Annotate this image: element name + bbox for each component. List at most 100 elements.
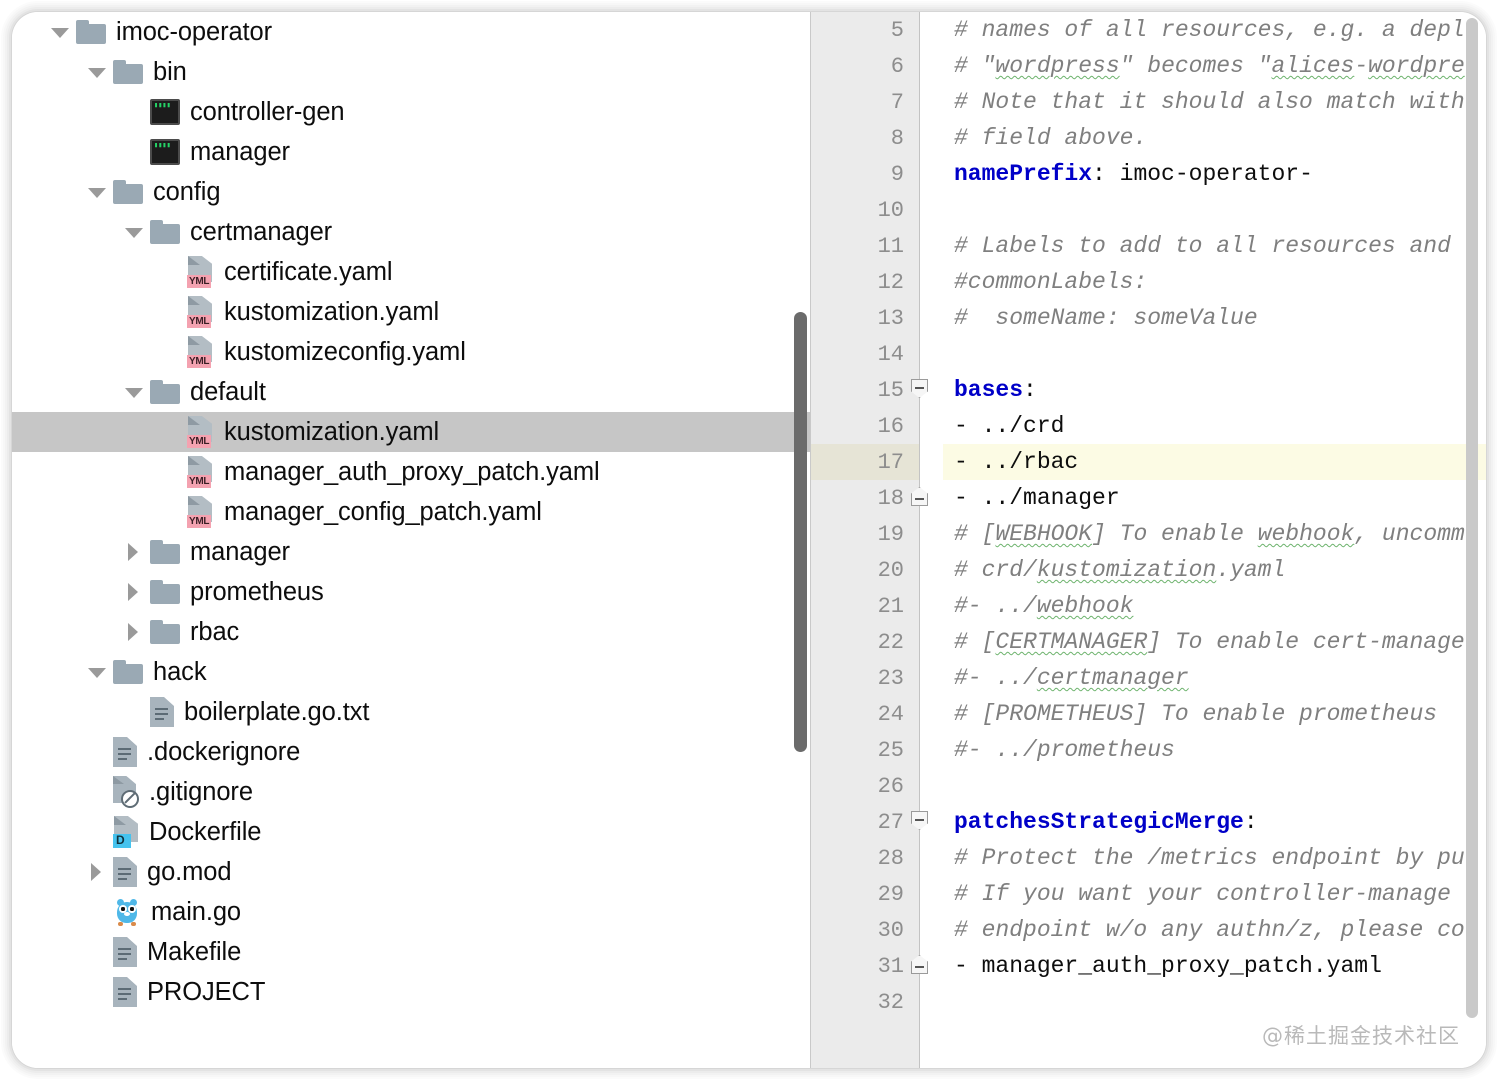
code-line[interactable]: 25#- ../prometheus xyxy=(811,732,1486,768)
fold-gutter-cell[interactable] xyxy=(911,804,943,840)
tree-vertical-scrollbar[interactable] xyxy=(792,12,810,1068)
code-text[interactable]: #- ../webhook xyxy=(943,588,1486,624)
code-text[interactable] xyxy=(943,768,1486,804)
chevron-down-icon[interactable] xyxy=(120,372,150,412)
code-line[interactable]: 19# [WEBHOOK] To enable webhook, uncomm xyxy=(811,516,1486,552)
chevron-right-icon[interactable] xyxy=(83,852,113,892)
chevron-down-icon[interactable] xyxy=(83,652,113,692)
tree-folder-item[interactable]: manager xyxy=(12,532,810,572)
code-line[interactable]: 10 xyxy=(811,192,1486,228)
code-line[interactable]: 12#commonLabels: xyxy=(811,264,1486,300)
code-line[interactable]: 5# names of all resources, e.g. a depl xyxy=(811,12,1486,48)
tree-folder-item[interactable]: config xyxy=(12,172,810,212)
tree-file-item[interactable]: boilerplate.go.txt xyxy=(12,692,810,732)
code-line[interactable]: 21#- ../webhook xyxy=(811,588,1486,624)
code-text[interactable]: patchesStrategicMerge: xyxy=(943,804,1486,840)
tree-file-item[interactable]: ▮▮▮▮controller-gen xyxy=(12,92,810,132)
code-text[interactable]: # someName: someValue xyxy=(943,300,1486,336)
code-line[interactable]: 7# Note that it should also match with xyxy=(811,84,1486,120)
tree-folder-item[interactable]: bin xyxy=(12,52,810,92)
code-line[interactable]: 24# [PROMETHEUS] To enable prometheus xyxy=(811,696,1486,732)
code-text[interactable]: #- ../prometheus xyxy=(943,732,1486,768)
code-line[interactable]: 13# someName: someValue xyxy=(811,300,1486,336)
fold-collapse-icon[interactable] xyxy=(911,811,928,830)
fold-collapse-icon[interactable] xyxy=(911,379,928,398)
editor-vertical-scrollbar[interactable] xyxy=(1464,12,1480,1068)
code-line[interactable]: 30# endpoint w/o any authn/z, please co xyxy=(811,912,1486,948)
code-text[interactable]: namePrefix: imoc-operator- xyxy=(943,156,1486,192)
chevron-right-icon[interactable] xyxy=(120,612,150,652)
code-line[interactable]: 6# "wordpress" becomes "alices-wordpre xyxy=(811,48,1486,84)
code-line[interactable]: 20# crd/kustomization.yaml xyxy=(811,552,1486,588)
code-line[interactable]: 17- ../rbac xyxy=(811,444,1486,480)
fold-gutter-cell[interactable] xyxy=(911,948,943,984)
code-text[interactable]: # [PROMETHEUS] To enable prometheus xyxy=(943,696,1486,732)
tree-scrollbar-thumb[interactable] xyxy=(794,312,807,752)
editor-scrollbar-thumb[interactable] xyxy=(1466,18,1478,1018)
fold-gutter-cell[interactable] xyxy=(911,480,943,516)
tree-folder-item[interactable]: prometheus xyxy=(12,572,810,612)
chevron-down-icon[interactable] xyxy=(83,172,113,212)
tree-file-item[interactable]: main.go xyxy=(12,892,810,932)
code-text[interactable] xyxy=(943,984,1486,1020)
code-text[interactable]: # Protect the /metrics endpoint by pu xyxy=(943,840,1486,876)
tree-file-item[interactable]: Makefile xyxy=(12,932,810,972)
fold-region-end-icon[interactable] xyxy=(911,487,928,506)
tree-folder-item[interactable]: imoc-operator xyxy=(12,12,810,52)
chevron-right-icon[interactable] xyxy=(120,532,150,572)
tree-file-item[interactable]: .gitignore xyxy=(12,772,810,812)
tree-folder-item[interactable]: rbac xyxy=(12,612,810,652)
code-text[interactable]: # "wordpress" becomes "alices-wordpre xyxy=(943,48,1486,84)
code-line[interactable]: 29# If you want your controller-manage xyxy=(811,876,1486,912)
code-text[interactable]: - ../rbac xyxy=(943,444,1486,480)
tree-file-item[interactable]: .dockerignore xyxy=(12,732,810,772)
chevron-right-icon[interactable] xyxy=(120,572,150,612)
tree-folder-item[interactable]: default xyxy=(12,372,810,412)
code-text[interactable]: # crd/kustomization.yaml xyxy=(943,552,1486,588)
code-line[interactable]: 32 xyxy=(811,984,1486,1020)
code-text[interactable]: - manager_auth_proxy_patch.yaml xyxy=(943,948,1486,984)
code-text[interactable]: #commonLabels: xyxy=(943,264,1486,300)
code-line[interactable]: 28# Protect the /metrics endpoint by pu xyxy=(811,840,1486,876)
code-line[interactable]: 18- ../manager xyxy=(811,480,1486,516)
tree-file-item[interactable]: ▮▮▮▮manager xyxy=(12,132,810,172)
fold-region-end-icon[interactable] xyxy=(911,955,928,974)
code-text[interactable]: #- ../certmanager xyxy=(943,660,1486,696)
code-text[interactable]: # endpoint w/o any authn/z, please co xyxy=(943,912,1486,948)
code-text[interactable]: # If you want your controller-manage xyxy=(943,876,1486,912)
code-line[interactable]: 16- ../crd xyxy=(811,408,1486,444)
code-line[interactable]: 8# field above. xyxy=(811,120,1486,156)
code-text[interactable]: - ../manager xyxy=(943,480,1486,516)
fold-gutter-cell[interactable] xyxy=(911,372,943,408)
code-text[interactable]: # [CERTMANAGER] To enable cert-manage xyxy=(943,624,1486,660)
code-line[interactable]: 26 xyxy=(811,768,1486,804)
code-text[interactable]: # names of all resources, e.g. a depl xyxy=(943,12,1486,48)
tree-folder-item[interactable]: hack xyxy=(12,652,810,692)
tree-folder-item[interactable]: certmanager xyxy=(12,212,810,252)
tree-file-item[interactable]: PROJECT xyxy=(12,972,810,1012)
code-text[interactable]: # field above. xyxy=(943,120,1486,156)
chevron-down-icon[interactable] xyxy=(46,12,76,52)
code-text[interactable] xyxy=(943,336,1486,372)
code-line[interactable]: 14 xyxy=(811,336,1486,372)
code-text[interactable]: # Labels to add to all resources and xyxy=(943,228,1486,264)
code-line[interactable]: 22# [CERTMANAGER] To enable cert-manage xyxy=(811,624,1486,660)
code-text[interactable]: - ../crd xyxy=(943,408,1486,444)
code-line[interactable]: 23#- ../certmanager xyxy=(811,660,1486,696)
tree-folder-item[interactable]: go.mod xyxy=(12,852,810,892)
code-line[interactable]: 11# Labels to add to all resources and xyxy=(811,228,1486,264)
chevron-down-icon[interactable] xyxy=(83,52,113,92)
code-line[interactable]: 31- manager_auth_proxy_patch.yaml xyxy=(811,948,1486,984)
